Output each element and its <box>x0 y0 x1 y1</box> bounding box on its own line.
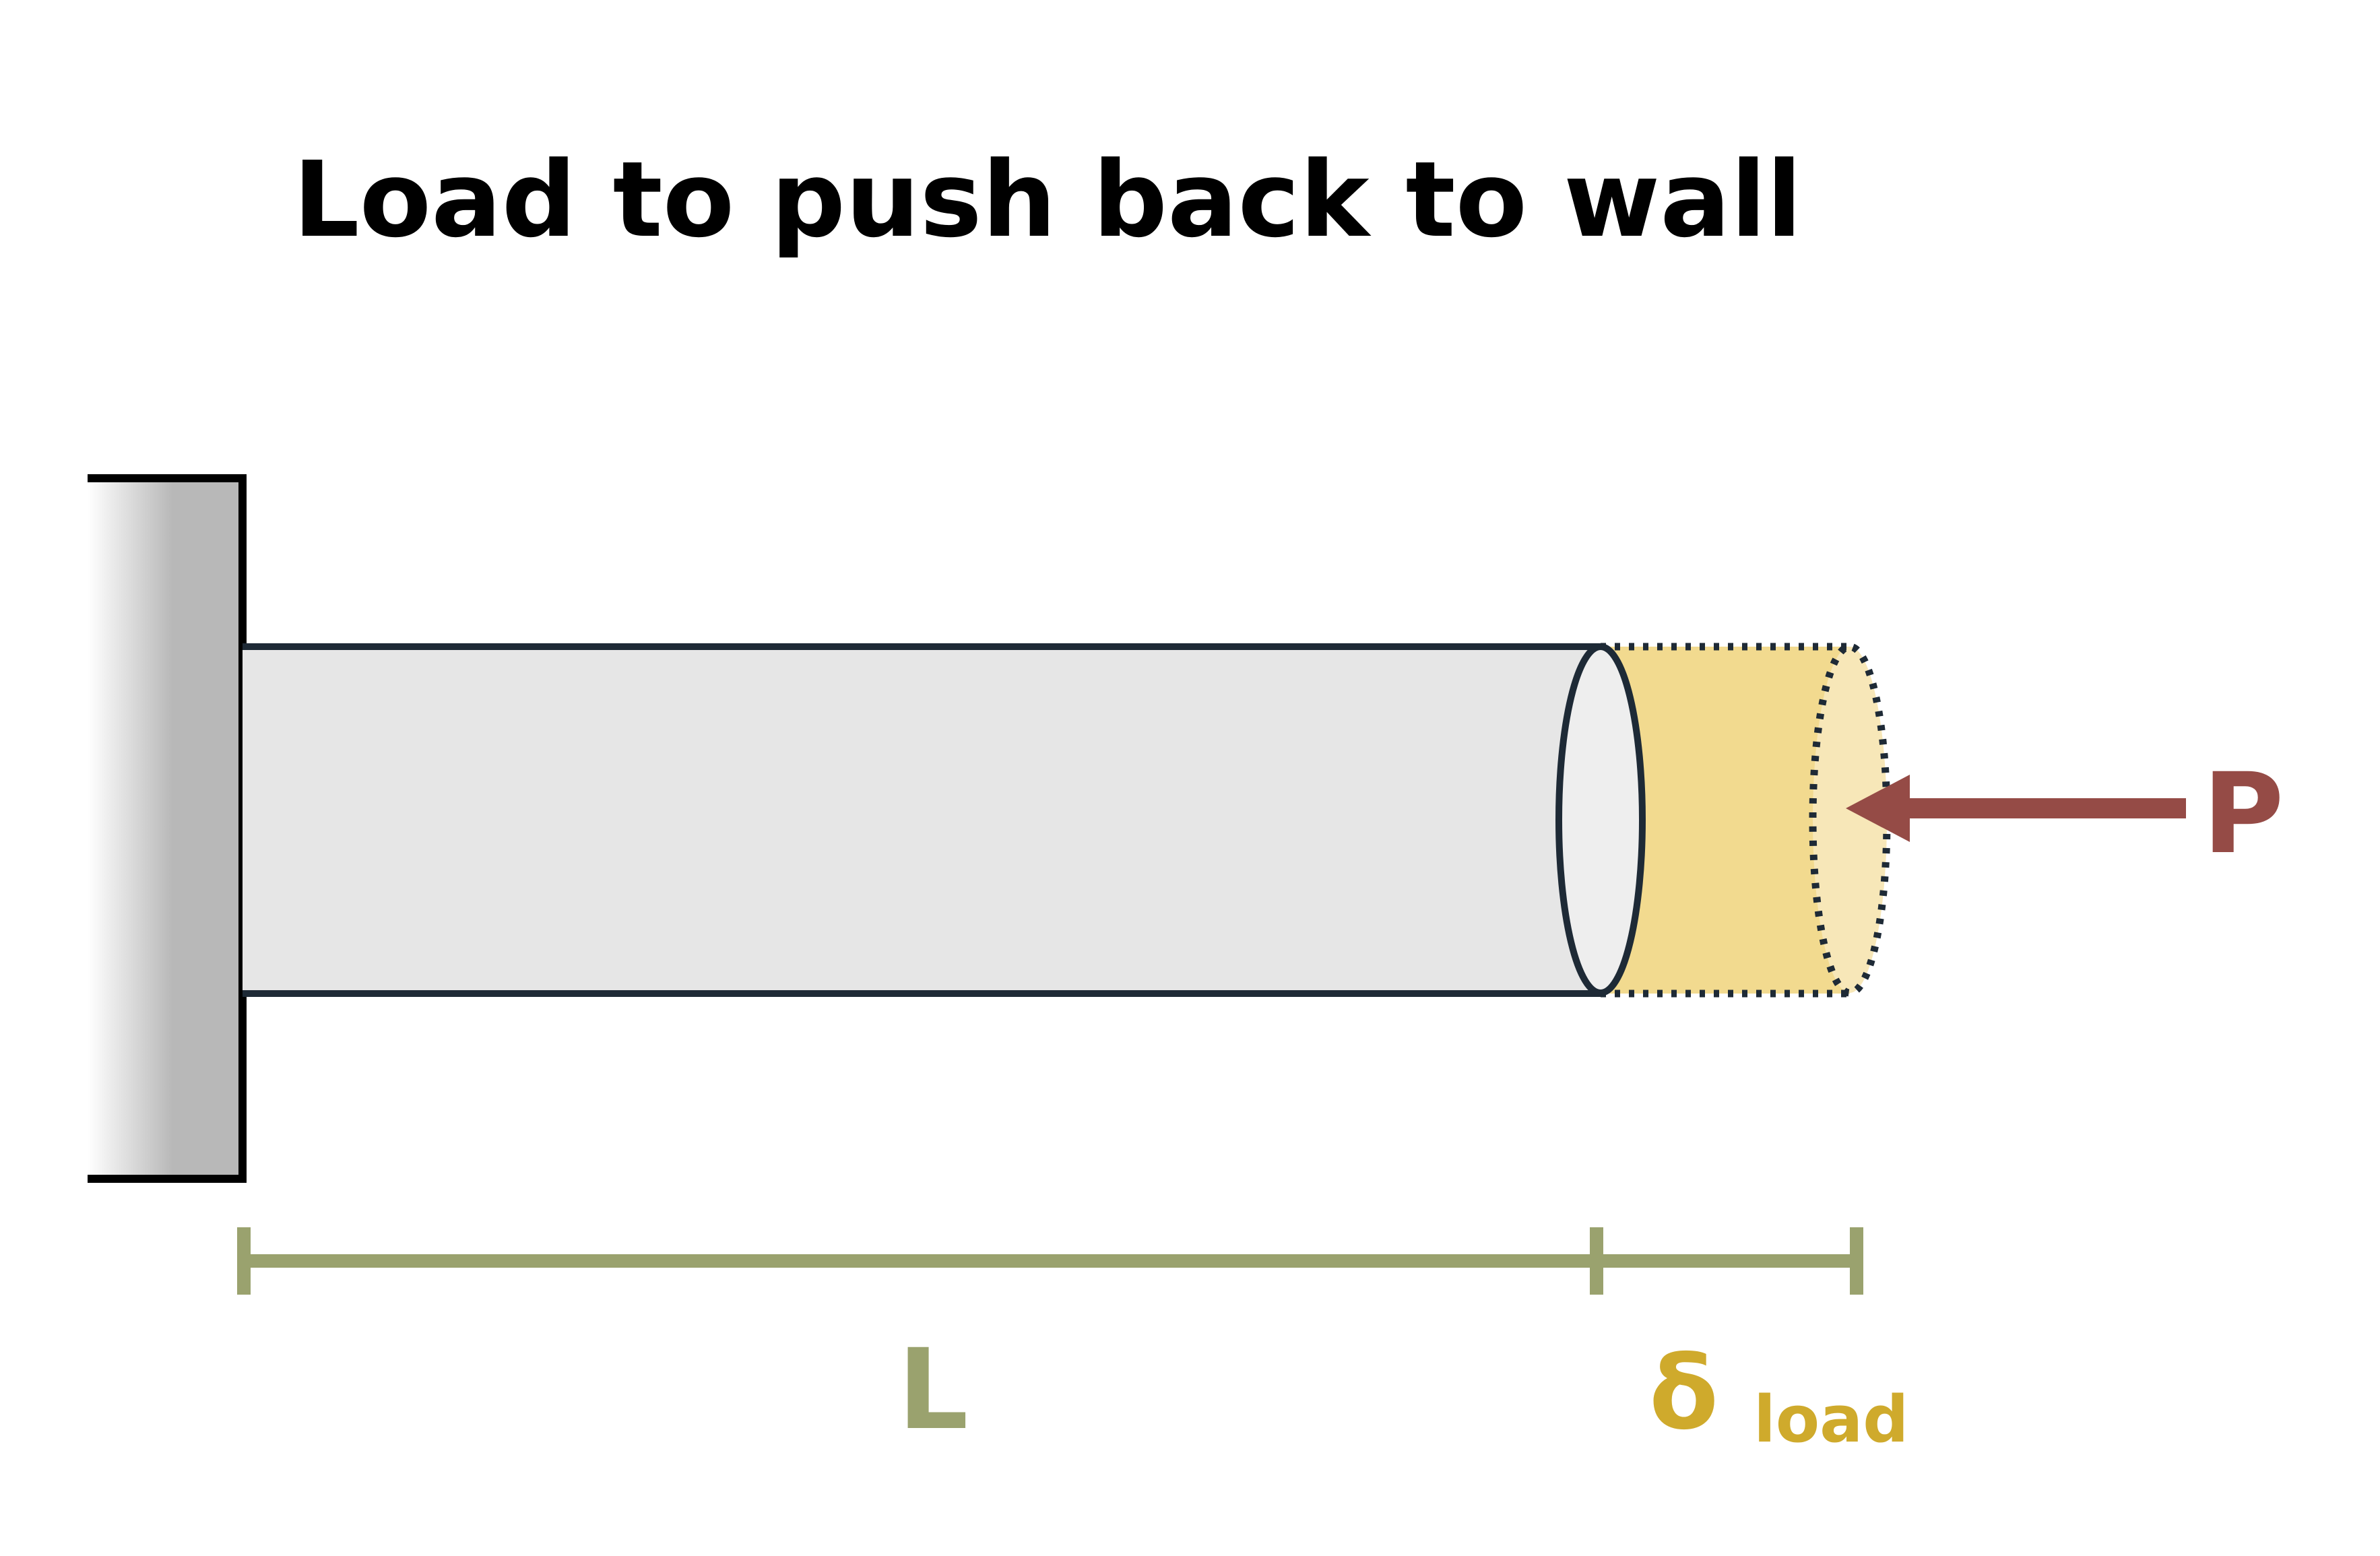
load-label: P <box>2203 749 2284 878</box>
delta-subscript: load <box>1754 1383 1908 1457</box>
bar <box>243 643 1646 997</box>
deformation-region <box>1601 643 1891 998</box>
delta-symbol: δ <box>1649 1335 1718 1452</box>
load-arrow <box>1846 775 2186 842</box>
length-label: L <box>897 1325 968 1454</box>
dimension-line <box>237 1227 1863 1295</box>
bar-end-face <box>1555 643 1646 996</box>
delta-label: δ load <box>1649 1335 1908 1457</box>
diagram-title: Load to push back to wall <box>293 139 1802 261</box>
fixed-wall <box>88 474 247 1183</box>
